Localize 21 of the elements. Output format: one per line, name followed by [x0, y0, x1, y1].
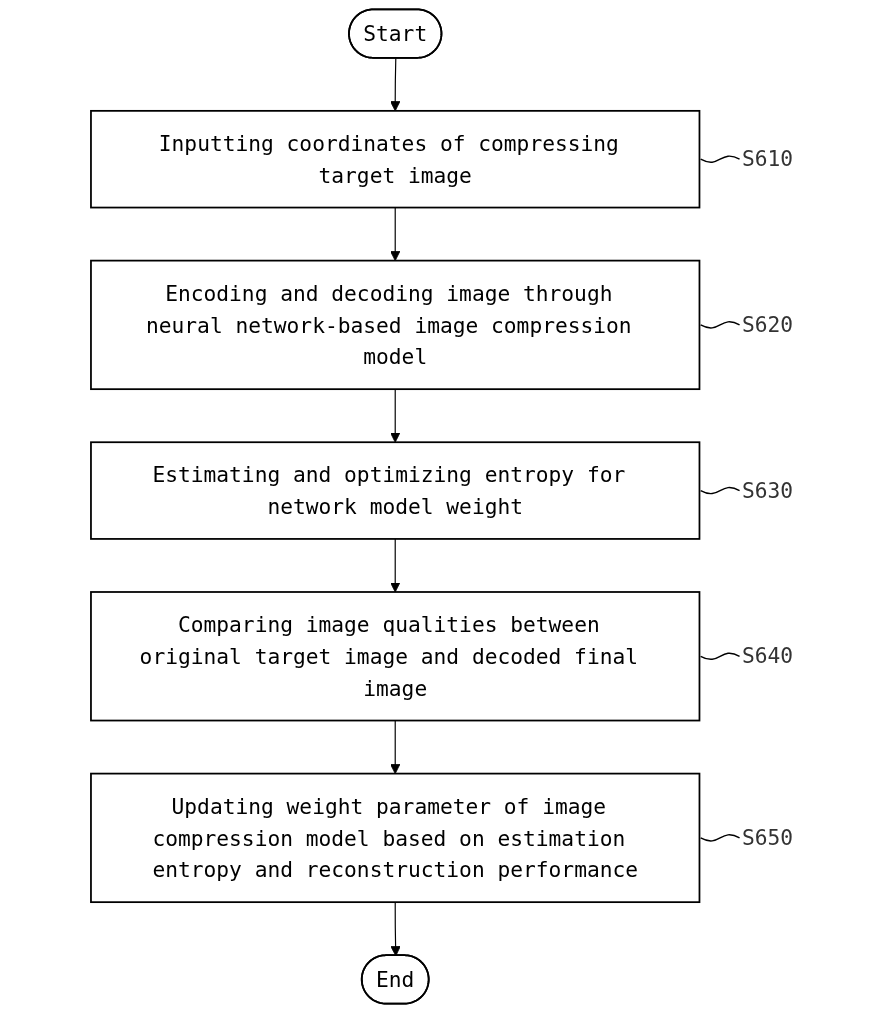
leader-line: [699, 321, 741, 329]
step-number: S610: [741, 146, 794, 172]
node-box: Updating weight parameter of image compression model based on estimation entropy and reconstruction performance: [90, 772, 701, 904]
arrow: [390, 206, 401, 262]
node-box: Comparing image qualities between original target image and decoded final image: [90, 591, 701, 722]
leader-line: [699, 834, 741, 842]
arrow: [390, 719, 401, 775]
step-number: S620: [741, 311, 794, 337]
arrow: [390, 57, 401, 112]
leader-line: [699, 155, 741, 163]
arrow: [390, 538, 401, 593]
arrow: [390, 901, 401, 957]
step-number: S630: [741, 477, 794, 503]
arrow: [390, 388, 401, 443]
node-box: Inputting coordinates of compressing target image: [90, 109, 701, 209]
step-number: S650: [741, 824, 794, 850]
leader-line: [699, 652, 741, 660]
leader-line: [699, 486, 741, 495]
node-box: Encoding and decoding image through neural network-based image compression model: [90, 259, 701, 391]
step-number: S640: [741, 643, 794, 669]
node-box: Estimating and optimizing entropy for network model weight: [90, 441, 701, 540]
